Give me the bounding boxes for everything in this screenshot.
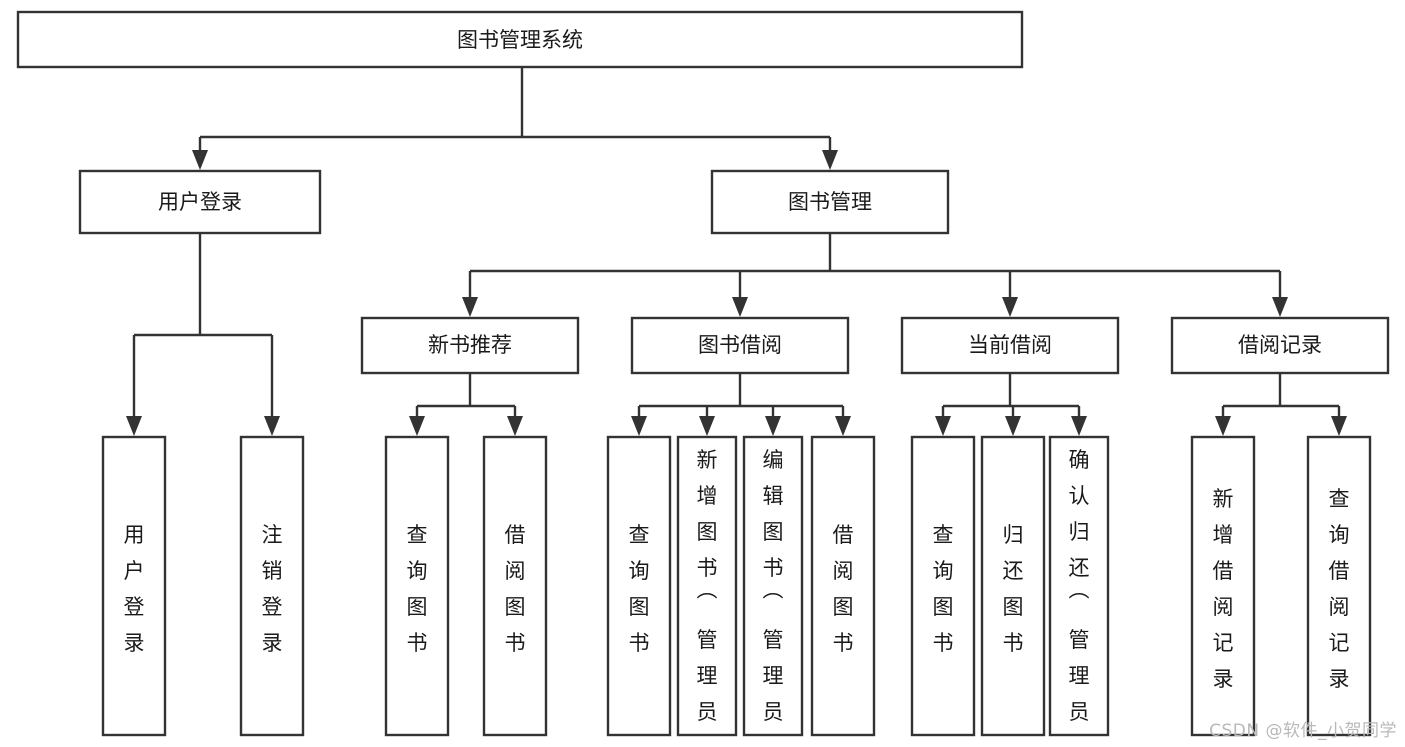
node-root-label: 图书管理系统 — [457, 28, 583, 52]
node-borrow-record-label: 借阅记录 — [1238, 333, 1322, 357]
node-user-login[interactable]: 用户登录 — [78, 169, 322, 235]
node-new-book-rec[interactable]: 新书推荐 — [360, 316, 580, 375]
arrow-leaf-query-book-3 — [935, 416, 951, 436]
node-leaf-borrow-book-1-label: 借阅图书 — [505, 523, 526, 655]
arrow-book-borrow — [732, 297, 748, 317]
node-leaf-edit-book[interactable]: 编辑图书⌒管理员⌓ — [742, 435, 804, 747]
node-current-borrow-rect[interactable] — [900, 316, 1120, 375]
node-book-manage-label: 图书管理 — [788, 190, 872, 214]
node-root-rect[interactable] — [16, 10, 1024, 69]
arrow-leaf-confirm-return — [1071, 416, 1087, 436]
node-leaf-query-record[interactable]: 查询借阅记录 — [1306, 435, 1372, 737]
node-leaf-return-book[interactable]: 归还图书 — [980, 435, 1046, 737]
node-leaf-edit-book-rect[interactable] — [742, 435, 804, 737]
arrow-user-login — [192, 150, 208, 170]
node-leaf-add-record[interactable]: 新增借阅记录 — [1190, 435, 1256, 737]
node-leaf-add-book[interactable]: 新增图书⌒管理员⌓ — [676, 435, 738, 747]
node-user-login-rect[interactable] — [78, 169, 322, 235]
node-leaf-edit-book-label: 编辑图书⌒管理员⌓ — [763, 448, 784, 747]
node-leaf-borrow-book-2-rect[interactable] — [810, 435, 876, 737]
node-leaf-user-login[interactable]: 用户登录 — [101, 435, 167, 737]
arrow-leaf-query-book-2 — [631, 416, 647, 436]
arrow-leaf-edit-book — [765, 416, 781, 436]
node-book-manage[interactable]: 图书管理 — [710, 169, 950, 235]
node-leaf-query-book-2-rect[interactable] — [606, 435, 672, 737]
node-book-borrow[interactable]: 图书借阅 — [630, 316, 850, 375]
node-leaf-query-record-label: 查询借阅记录 — [1329, 487, 1350, 691]
node-leaf-query-book-2[interactable]: 查询图书 — [606, 435, 672, 737]
arrow-leaf-borrow-book-2 — [835, 416, 851, 436]
node-new-book-rec-label: 新书推荐 — [428, 333, 512, 357]
arrow-book-manage — [822, 150, 838, 170]
node-leaf-query-book-3-label: 查询图书 — [933, 523, 954, 655]
node-new-book-rec-rect[interactable] — [360, 316, 580, 375]
node-leaf-return-book-rect[interactable] — [980, 435, 1046, 737]
node-leaf-logout-label: 注销登录 — [262, 523, 283, 655]
node-leaf-query-book-1-rect[interactable] — [384, 435, 450, 737]
node-book-borrow-rect[interactable] — [630, 316, 850, 375]
arrow-leaf-logout — [264, 416, 280, 436]
node-leaf-borrow-book-2-label: 借阅图书 — [833, 523, 854, 655]
node-leaf-add-book-label: 新增图书⌒管理员⌓ — [697, 448, 718, 747]
node-borrow-record-rect[interactable] — [1170, 316, 1390, 375]
csdn-watermark: CSDN @软件_小贺同学 — [1209, 721, 1397, 741]
arrow-borrow-record — [1272, 297, 1288, 317]
node-leaf-user-login-label: 用户登录 — [124, 523, 145, 655]
arrow-leaf-add-book — [699, 416, 715, 436]
node-layer: 图书管理系统 用户登录 图书管理 新书推荐 图书借阅 当前 — [16, 10, 1390, 747]
arrow-new-book-rec — [462, 297, 478, 317]
node-current-borrow-label: 当前借阅 — [968, 333, 1052, 357]
node-leaf-borrow-book-1-rect[interactable] — [482, 435, 548, 737]
node-leaf-borrow-book-2[interactable]: 借阅图书 — [810, 435, 876, 737]
node-leaf-confirm-return-rect[interactable] — [1048, 435, 1110, 737]
node-leaf-confirm-return-label: 确认归还⌒管理员⌓ — [1069, 448, 1090, 747]
node-leaf-add-record-label: 新增借阅记录 — [1213, 487, 1234, 691]
node-leaf-query-book-3-rect[interactable] — [910, 435, 976, 737]
node-book-manage-rect[interactable] — [710, 169, 950, 235]
node-leaf-query-book-2-label: 查询图书 — [629, 523, 650, 655]
node-leaf-query-book-1[interactable]: 查询图书 — [384, 435, 450, 737]
node-leaf-add-book-rect[interactable] — [676, 435, 738, 737]
node-leaf-logout-rect[interactable] — [239, 435, 305, 737]
node-leaf-logout[interactable]: 注销登录 — [239, 435, 305, 737]
node-leaf-add-record-rect[interactable] — [1190, 435, 1256, 737]
node-borrow-record[interactable]: 借阅记录 — [1170, 316, 1390, 375]
node-leaf-query-record-rect[interactable] — [1306, 435, 1372, 737]
node-leaf-user-login-rect[interactable] — [101, 435, 167, 737]
node-leaf-query-book-1-label: 查询图书 — [407, 523, 428, 655]
connector-layer — [126, 67, 1347, 436]
arrow-current-borrow — [1002, 297, 1018, 317]
node-leaf-query-book-3[interactable]: 查询图书 — [910, 435, 976, 737]
arrow-leaf-query-book-1 — [409, 416, 425, 436]
node-current-borrow[interactable]: 当前借阅 — [900, 316, 1120, 375]
node-user-login-label: 用户登录 — [158, 190, 242, 214]
arrow-leaf-borrow-book-1 — [507, 416, 523, 436]
node-leaf-borrow-book-1[interactable]: 借阅图书 — [482, 435, 548, 737]
arrow-leaf-add-record — [1215, 416, 1231, 436]
arrow-leaf-user-login — [126, 416, 142, 436]
arrow-leaf-query-record — [1331, 416, 1347, 436]
node-leaf-confirm-return[interactable]: 确认归还⌒管理员⌓ — [1048, 435, 1110, 747]
leaf-node-layer: 用户登录 注销登录 查询图书 借阅图书 查询图书 新增图书⌒管理员⌓ 编辑图书⌒管理员⌓ 借阅… — [101, 435, 1372, 747]
node-root[interactable]: 图书管理系统 — [16, 10, 1024, 69]
arrow-leaf-return-book — [1005, 416, 1021, 436]
node-book-borrow-label: 图书借阅 — [698, 333, 782, 357]
node-leaf-return-book-label: 归还图书 — [1003, 523, 1024, 655]
